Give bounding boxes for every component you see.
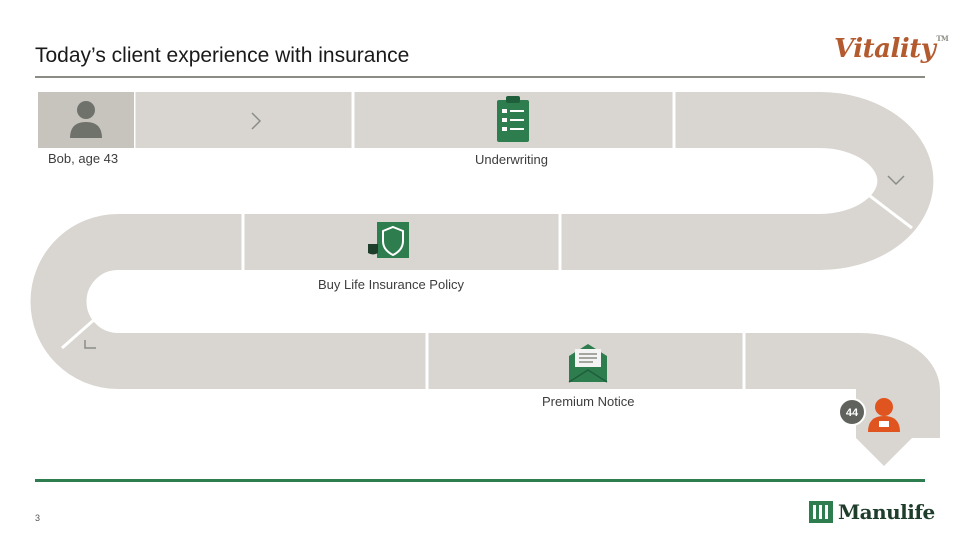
id-badge-icon [879, 421, 889, 427]
manulife-logo-text: Manulife [838, 500, 935, 524]
chevron-right-icon [251, 112, 262, 130]
manulife-logo: Manulife [809, 500, 935, 524]
page-title: Today’s client experience with insurance [35, 44, 410, 67]
start-block [38, 92, 134, 148]
shield-icon [368, 222, 409, 258]
manulife-mark-icon [809, 501, 833, 523]
vitality-logo: VitalityTM [834, 34, 949, 64]
step-label-premium-notice: Premium Notice [542, 394, 635, 409]
start-label: Bob, age 43 [48, 151, 119, 166]
age-badge [838, 398, 866, 426]
footer-divider [35, 479, 925, 482]
envelope-icon [568, 344, 608, 383]
person-icon [70, 101, 102, 138]
road-path [30, 92, 940, 438]
header-divider [35, 76, 925, 78]
corner-arrow-icon [84, 340, 96, 349]
clipboard-icon [497, 96, 529, 142]
chevron-down-icon [887, 175, 905, 186]
step-label-underwriting: Underwriting [475, 152, 548, 167]
age-badge-text: 44 [846, 407, 859, 419]
page-number: 3 [35, 513, 41, 523]
step-label-buy-policy: Buy Life Insurance Policy [318, 277, 464, 292]
